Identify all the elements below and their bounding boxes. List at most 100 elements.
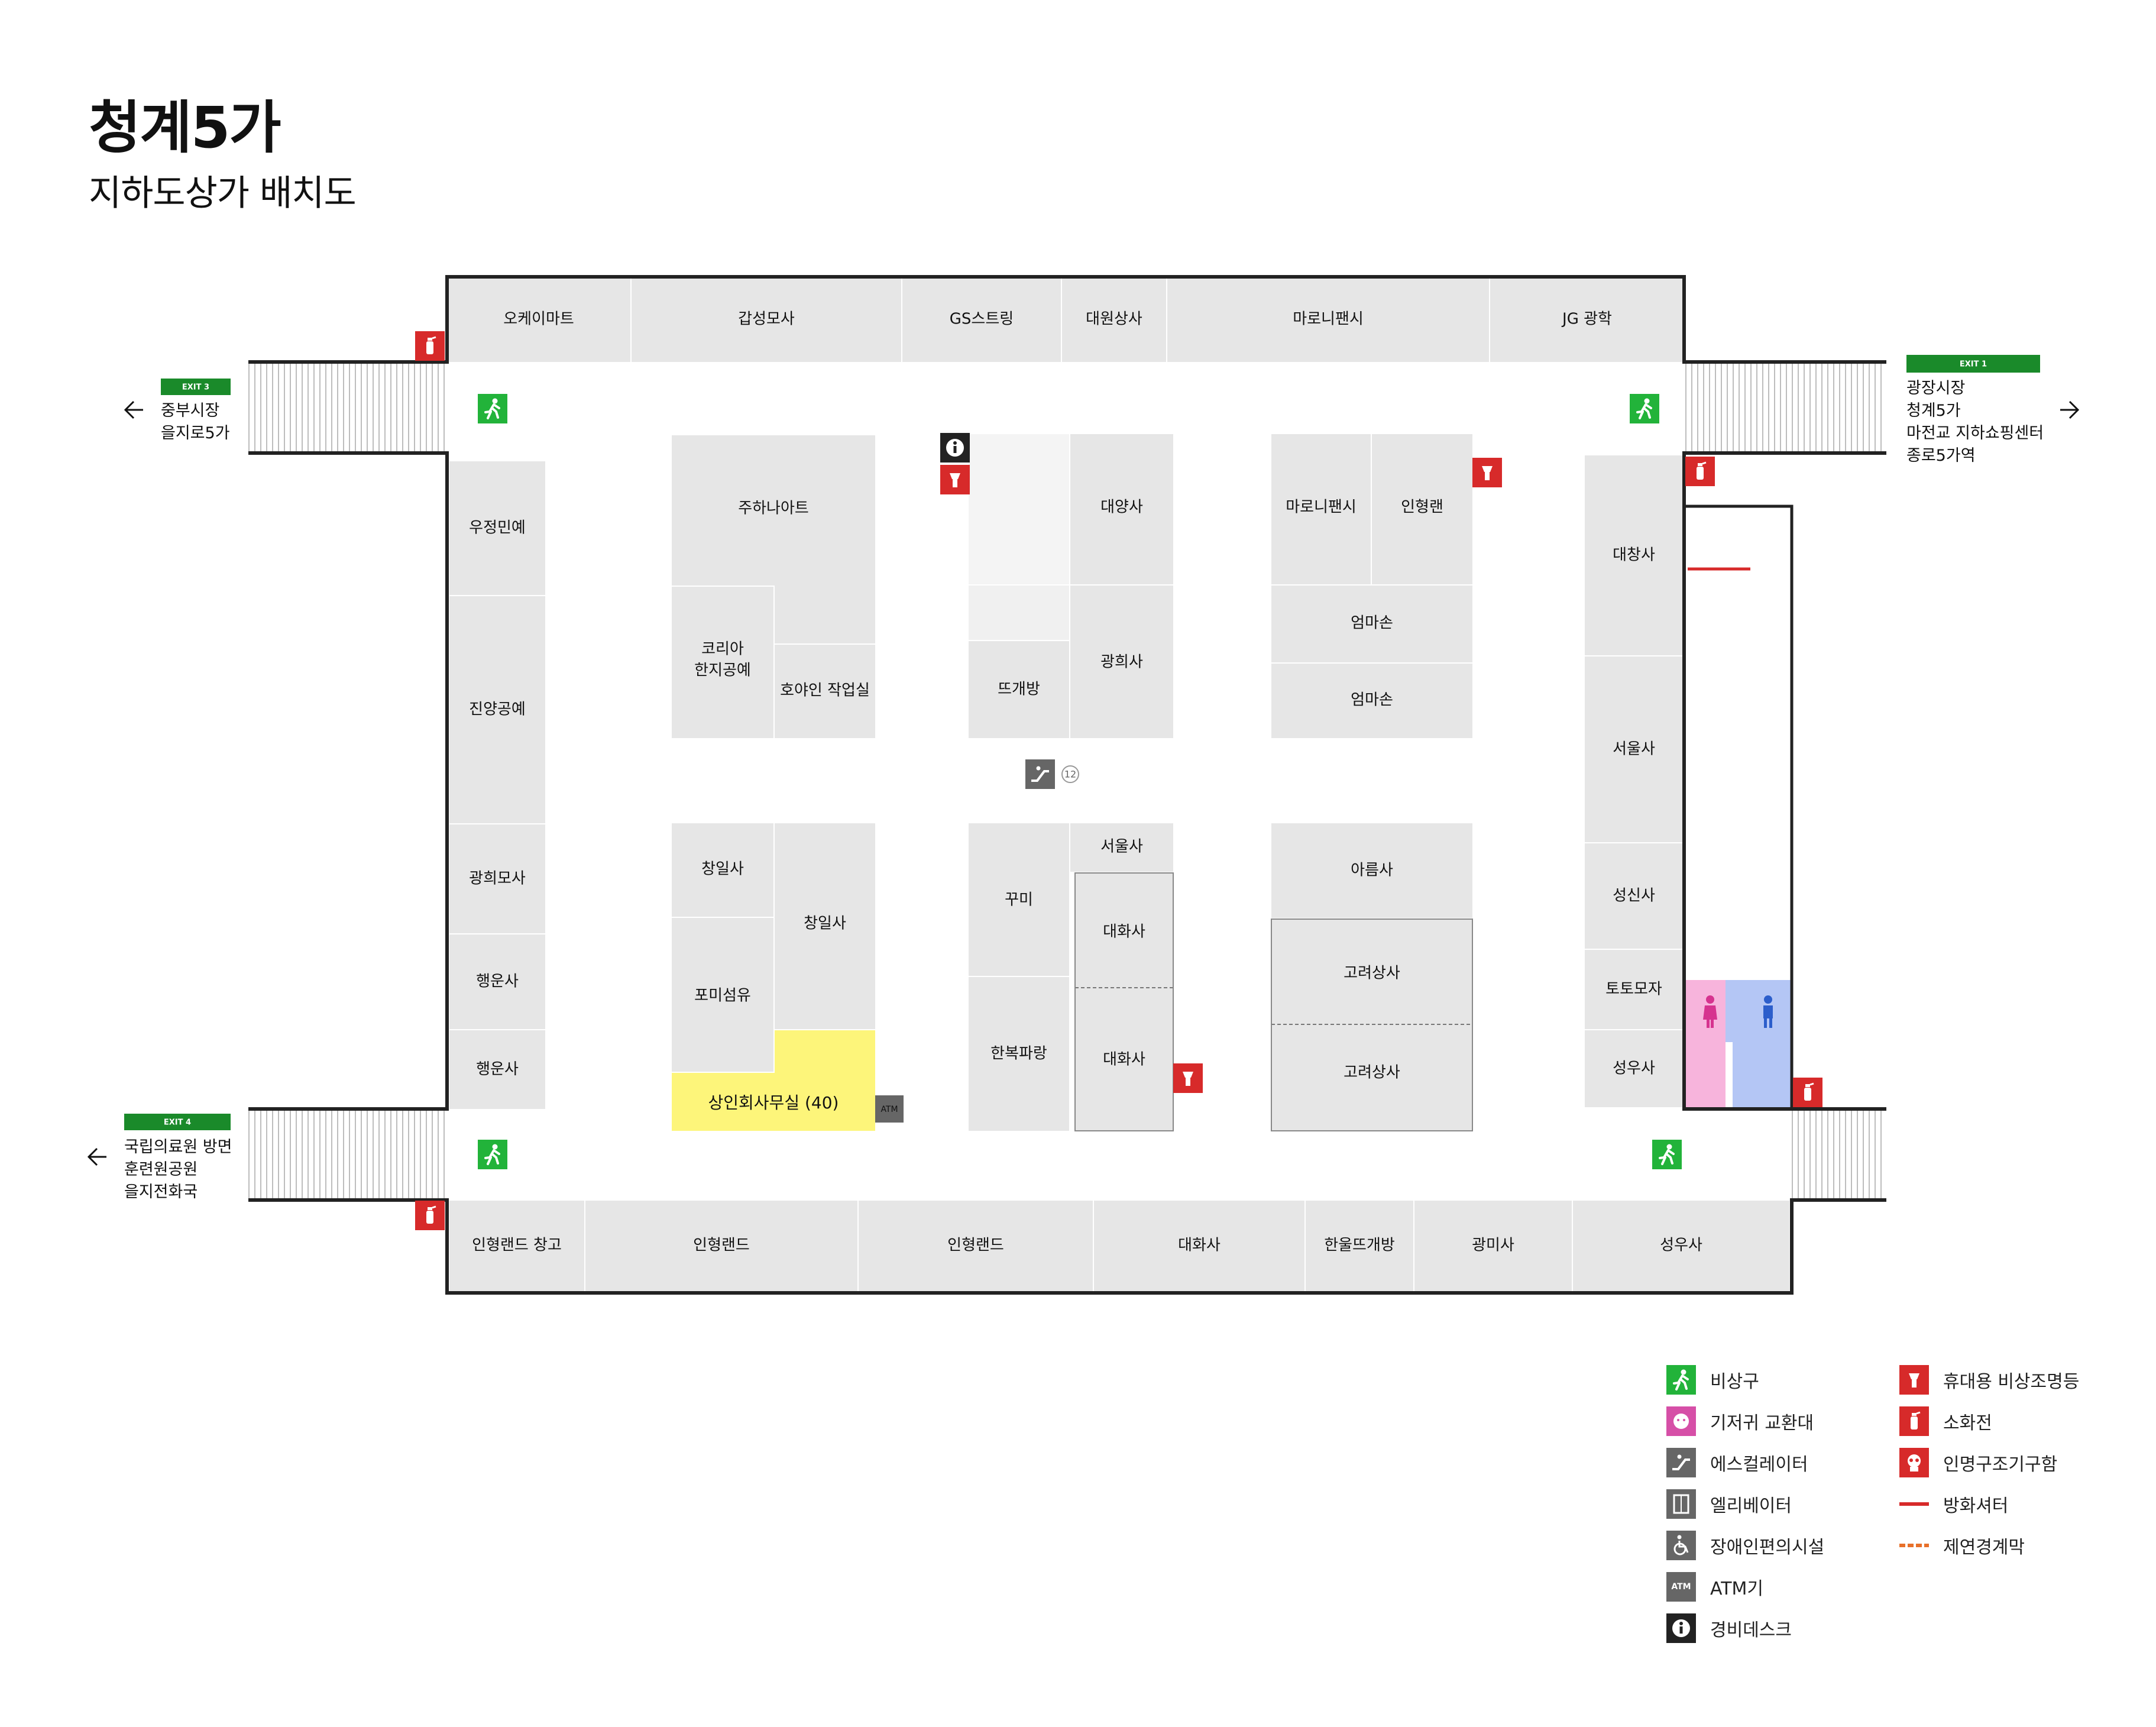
store-block-top	[632, 278, 901, 362]
exit-3: EXIT 3 중부시장 을지로5가	[124, 379, 231, 442]
store-label-bottom: 한울뜨개방	[1324, 1237, 1395, 1254]
store-label: 뜨개방	[998, 681, 1040, 698]
store-block	[1271, 823, 1472, 918]
store-block-bottom	[859, 1201, 1093, 1292]
store-block	[969, 977, 1069, 1131]
store-label: 창일사	[804, 915, 846, 933]
emergency-exit-icon	[1629, 393, 1660, 425]
flashlight-icon	[1899, 1365, 1929, 1395]
store-label-bottom: 성우사	[1660, 1237, 1702, 1254]
store-label: 호야인 작업실	[780, 682, 870, 700]
store-block	[969, 641, 1069, 738]
women-icon	[1703, 995, 1717, 1028]
store-label: 마로니팬시	[1286, 499, 1357, 516]
store-label-top: 대원상사	[1086, 311, 1142, 328]
escalator-number: 12	[1064, 769, 1076, 780]
office-block	[672, 1073, 875, 1131]
atm-icon	[875, 1095, 904, 1123]
legend-fire-shutter: 방화셔터	[1899, 1489, 2008, 1519]
store-block	[1271, 664, 1472, 738]
store-label: 꾸미	[1005, 891, 1033, 909]
store-block-right	[1585, 843, 1683, 949]
store-label: 아름사	[1351, 862, 1393, 879]
store-block	[1271, 434, 1371, 584]
store-label-left: 광희모사	[469, 870, 526, 888]
store-label: 창일사	[701, 861, 744, 878]
page-title: 청계5가	[89, 95, 281, 161]
atm-label: ATM	[880, 1105, 898, 1114]
men-icon	[1763, 995, 1773, 1028]
extinguisher-icon	[414, 330, 446, 362]
store-label-top: 마로니팬시	[1293, 311, 1364, 328]
store-block-bottom	[449, 1201, 584, 1292]
store-label-bottom: 인형랜드	[947, 1237, 1004, 1254]
store-label-bottom: 광미사	[1472, 1237, 1514, 1254]
fire-shutter-line-icon	[1899, 1489, 1929, 1519]
store-block-left	[449, 934, 545, 1029]
store-block	[969, 823, 1069, 976]
store-block-bottom	[1306, 1201, 1413, 1292]
store-label: 엄마손	[1351, 615, 1393, 632]
store-label-top: 오케이마트	[503, 311, 574, 328]
store-label-top: GS스트링	[950, 311, 1014, 328]
escalator-icon	[1024, 758, 1056, 790]
svg-text:종로5가역: 종로5가역	[1906, 447, 1976, 465]
office-label: 상인회사무실 (40)	[708, 1093, 839, 1112]
extinguisher-icon	[414, 1199, 446, 1231]
store-block	[775, 823, 875, 1029]
store-label: 광희사	[1100, 654, 1143, 671]
store-label-left: 행운사	[476, 1060, 519, 1078]
smoke-curtain-line-icon	[1899, 1531, 1929, 1560]
store-block	[775, 435, 875, 643]
store-label-right: 서울사	[1613, 740, 1655, 758]
store-label-right: 토토모자	[1605, 981, 1662, 998]
security-desk-icon	[940, 433, 970, 463]
store-label-right: 성신사	[1613, 887, 1655, 905]
store-label: 인형랜	[1401, 499, 1443, 516]
store-block	[1075, 873, 1173, 1131]
box-outlines	[1074, 872, 1473, 1131]
svg-text:EXIT 1: EXIT 1	[1960, 360, 1987, 369]
store-block-top	[1490, 278, 1684, 362]
legend-rescue: 인명구조기구함	[1899, 1448, 2057, 1477]
legend-extinguisher: 소화전	[1899, 1406, 1992, 1436]
rescue-kit-icon	[1899, 1448, 1929, 1477]
emergency-exit-icon	[1666, 1365, 1696, 1395]
store-label-top: 갑성모사	[738, 311, 795, 328]
elevator-icon	[1666, 1489, 1696, 1519]
exit-4: EXIT 4 국립의료원 방면 훈련원공원 을지전화국	[87, 1114, 232, 1201]
store-label: 엄마손	[1351, 691, 1393, 709]
store-label: 대화사	[1103, 923, 1145, 941]
svg-text:EXIT 4: EXIT 4	[164, 1118, 191, 1127]
extinguisher-icon	[1792, 1076, 1824, 1108]
store-blocks	[447, 278, 1789, 1292]
store-block-top	[447, 278, 630, 362]
store-label-left: 행운사	[476, 973, 519, 991]
page-subtitle: 지하도상가 배치도	[89, 173, 357, 214]
store-block-right	[1585, 950, 1683, 1029]
store-label-left: 우정민예	[469, 519, 526, 537]
emergency-exit-icon	[477, 1139, 509, 1170]
extinguisher-icon	[1899, 1406, 1929, 1436]
store-label: 주하나아트	[738, 500, 809, 518]
stair-corridors	[248, 362, 1886, 1200]
store-label: 고려상사	[1344, 1064, 1400, 1082]
legend-smoke-curtain: 제연경계막	[1899, 1531, 2025, 1560]
svg-text:중부시장: 중부시장	[161, 402, 219, 420]
svg-text:청계5가: 청계5가	[1906, 402, 1961, 420]
svg-text:훈련원공원: 훈련원공원	[124, 1160, 198, 1179]
store-block	[1372, 434, 1472, 584]
legend-accessible: 장애인편의시설	[1666, 1531, 1824, 1560]
store-block-left	[449, 461, 545, 595]
store-block	[775, 645, 875, 738]
store-block	[1271, 586, 1472, 662]
security-desk-icon	[1666, 1613, 1696, 1643]
escalator-number-badge	[1061, 765, 1079, 783]
store-block	[672, 823, 773, 917]
store-block-bottom	[1094, 1201, 1304, 1292]
store-label: 서울사	[1100, 838, 1143, 856]
legend-diaper: 기저귀 교환대	[1666, 1406, 1814, 1436]
store-block	[1070, 586, 1173, 738]
